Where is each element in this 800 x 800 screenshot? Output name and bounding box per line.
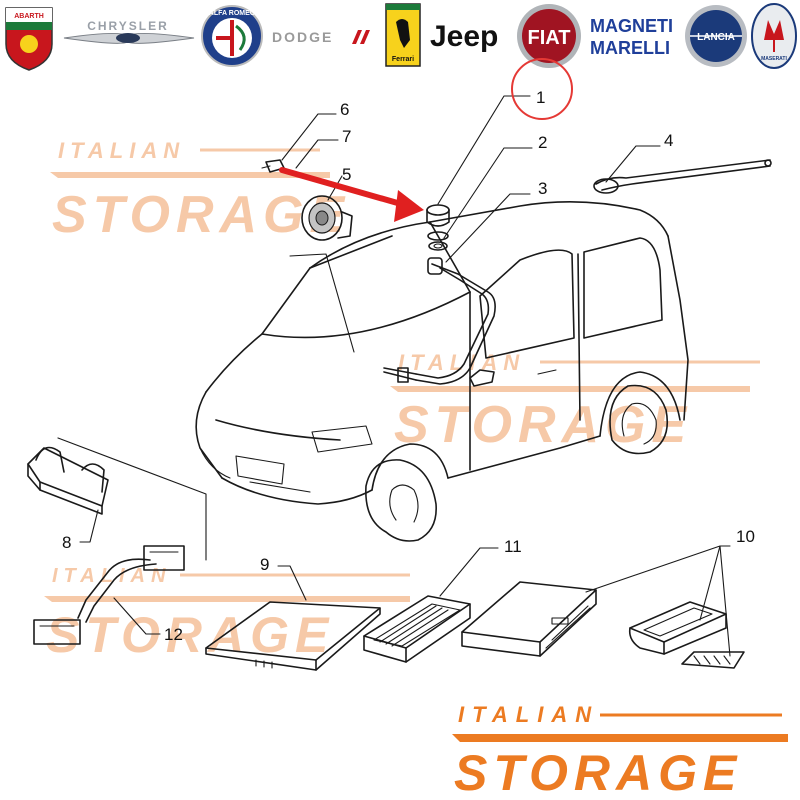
alfa-romeo-logo: ALFA ROMEO xyxy=(201,5,263,67)
callout-2: 2 xyxy=(538,133,547,152)
watermark-italian-text: ITALIAN xyxy=(58,138,185,163)
watermark-middle-right: ITALIAN STORAGE xyxy=(390,350,760,454)
highlight-circle xyxy=(511,58,573,120)
magneti-marelli-logo: MAGNETI MARELLI xyxy=(590,16,673,58)
callout-3: 3 xyxy=(538,179,547,198)
italian-storage-logo: ITALIAN STORAGE xyxy=(452,702,788,800)
car-outline xyxy=(195,201,689,542)
red-highlight-arrow xyxy=(279,167,424,222)
alfa-label: ALFA ROMEO xyxy=(209,10,256,17)
abarth-label: ABARTH xyxy=(14,13,44,20)
callout-11: 11 xyxy=(504,537,522,556)
callout-1: 1 xyxy=(536,88,545,107)
speaker-unit xyxy=(301,195,353,241)
callout-4: 4 xyxy=(664,131,673,150)
maserati-logo: MASERATI xyxy=(751,3,797,69)
radio-housing-box xyxy=(205,601,381,671)
callout-numbers: 1 2 3 4 5 6 7 8 9 10 11 12 xyxy=(62,88,755,644)
chrysler-label: CHRYSLER xyxy=(87,19,169,33)
car-radio-unit xyxy=(461,581,597,657)
watermark-storage-text: STORAGE xyxy=(52,186,350,244)
chrysler-logo: CHRYSLER xyxy=(63,19,195,44)
maserati-label: MASERATI xyxy=(761,56,787,62)
callout-9: 9 xyxy=(260,555,269,574)
callout-8: 8 xyxy=(62,533,71,552)
radio-mounting-bracket xyxy=(27,446,109,515)
antenna-mast xyxy=(593,159,772,194)
watermark-storage-text: STORAGE xyxy=(394,396,692,454)
radio-carry-case xyxy=(628,601,727,655)
watermark-storage-text: STORAGE xyxy=(46,607,334,663)
leader-lines xyxy=(57,95,731,657)
watermark-bottom-left: ITALIAN STORAGE xyxy=(44,565,410,663)
antenna-base-nut xyxy=(426,204,450,251)
fiat-label: FIAT xyxy=(528,27,571,49)
watermark-top-left: ITALIAN STORAGE xyxy=(50,138,350,244)
brand-logo-bar: ABARTH CHRYSLER ALFA ROMEO DODGE Ferrari xyxy=(5,3,797,71)
lancia-logo: LANCIA xyxy=(685,5,747,67)
magneti-label: MAGNETI xyxy=(590,16,673,36)
ferrari-logo: Ferrari xyxy=(385,3,421,67)
watermark-italian-text: ITALIAN xyxy=(52,565,171,587)
radio-keypad xyxy=(681,651,745,669)
callout-12: 12 xyxy=(164,625,183,644)
dodge-logo: DODGE xyxy=(272,29,370,45)
fiat-logo: FIAT xyxy=(517,4,581,68)
callout-6: 6 xyxy=(340,100,349,119)
radio-wiring-harness xyxy=(33,545,185,645)
jeep-logo: Jeep xyxy=(430,20,498,53)
lancia-label: LANCIA xyxy=(697,32,735,43)
callout-5: 5 xyxy=(342,165,351,184)
abarth-logo: ABARTH xyxy=(5,7,53,71)
callout-10: 10 xyxy=(736,527,755,546)
radio-faceplate xyxy=(363,595,471,663)
antenna-cable xyxy=(383,257,496,385)
marelli-label: MARELLI xyxy=(590,38,670,58)
jeep-label: Jeep xyxy=(430,20,498,53)
dodge-label: DODGE xyxy=(272,29,333,45)
logo-italian-text: ITALIAN xyxy=(458,702,599,727)
callout-7: 7 xyxy=(342,127,351,146)
logo-storage-text: STORAGE xyxy=(454,745,742,800)
ferrari-label: Ferrari xyxy=(392,56,414,63)
